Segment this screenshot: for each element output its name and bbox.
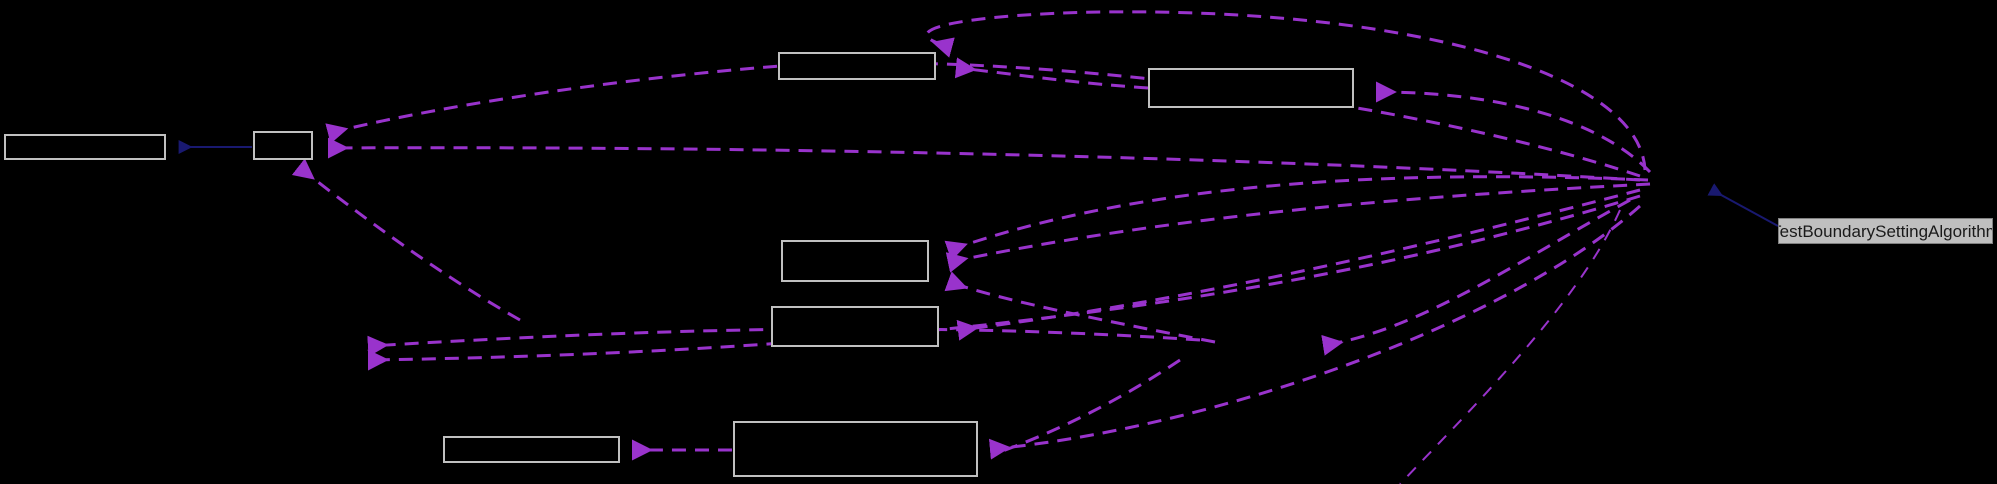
edge-hub-to-n6 (956, 188, 1641, 341)
edge-test-node-to-hub (1707, 183, 1779, 227)
graph-node-5[interactable] (781, 240, 929, 282)
graph-node-7[interactable] (443, 436, 620, 463)
graph-node-1[interactable] (4, 134, 166, 160)
graph-node-test-boundary-setting-algorithm-label: TestBoundarySettingAlgorithm (1778, 221, 1993, 241)
graph-node-3[interactable] (778, 52, 936, 80)
edge-n4-to-n3 (954, 57, 1149, 90)
edge-hub-to-n3-top (925, 10, 1647, 171)
graph-node-4[interactable] (1148, 68, 1354, 108)
graph-node-8[interactable] (733, 421, 978, 477)
edge-hub-to-n5-lower (945, 182, 1651, 273)
edge-hub-to-n5-upper (944, 175, 1649, 261)
edge-hub-to-n2-upper (325, 61, 1641, 178)
edge-lowerleft-to-n2-diagonal (291, 158, 521, 322)
graph-node-test-boundary-setting-algorithm[interactable]: TestBoundarySettingAlgorithm (1778, 218, 1993, 244)
edge-hub-to-midright-arrow (1321, 198, 1631, 356)
edge-lowercurve-to-left-b (367, 194, 1641, 371)
edge-hub-to-n2-horizontal (327, 137, 1641, 182)
graph-node-6[interactable] (771, 306, 939, 347)
graph-node-2[interactable] (253, 131, 313, 160)
edge-n8-branch-upward (999, 358, 1181, 454)
edge-hub-to-n4 (1375, 81, 1652, 174)
edge-hub-to-n8 (988, 204, 1641, 460)
